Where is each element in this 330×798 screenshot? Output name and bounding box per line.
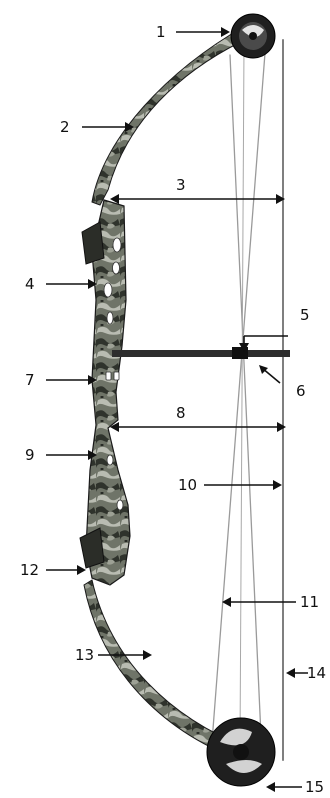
bowstring-and-cables	[212, 40, 283, 760]
label-12: 12	[20, 561, 39, 579]
label-11: 11	[300, 593, 319, 611]
label-7: 7	[25, 371, 35, 389]
lower-limb-pocket	[80, 528, 104, 568]
cable-a	[212, 40, 266, 742]
label-8: 8	[176, 404, 186, 422]
arrow-shaft	[112, 347, 290, 359]
upper-limb-pocket	[82, 222, 104, 264]
label-5: 5	[300, 306, 310, 324]
label-13: 13	[75, 646, 94, 664]
label-14: 14	[307, 664, 326, 682]
label-10: 10	[178, 476, 197, 494]
top-cam	[231, 14, 275, 58]
label-3: 3	[176, 176, 186, 194]
label-9: 9	[25, 446, 35, 464]
cable-c	[240, 45, 244, 745]
label-15: 15	[305, 778, 324, 796]
label-6: 6	[296, 382, 306, 400]
label-1: 1	[156, 23, 166, 41]
label-2: 2	[60, 118, 70, 136]
upper-limb	[92, 26, 253, 205]
bottom-cam	[207, 718, 275, 786]
label-4: 4	[25, 275, 35, 293]
number-labels: 1 2 3 4 5 6 7 8 9 10 11 12 13 14 15	[20, 23, 326, 796]
